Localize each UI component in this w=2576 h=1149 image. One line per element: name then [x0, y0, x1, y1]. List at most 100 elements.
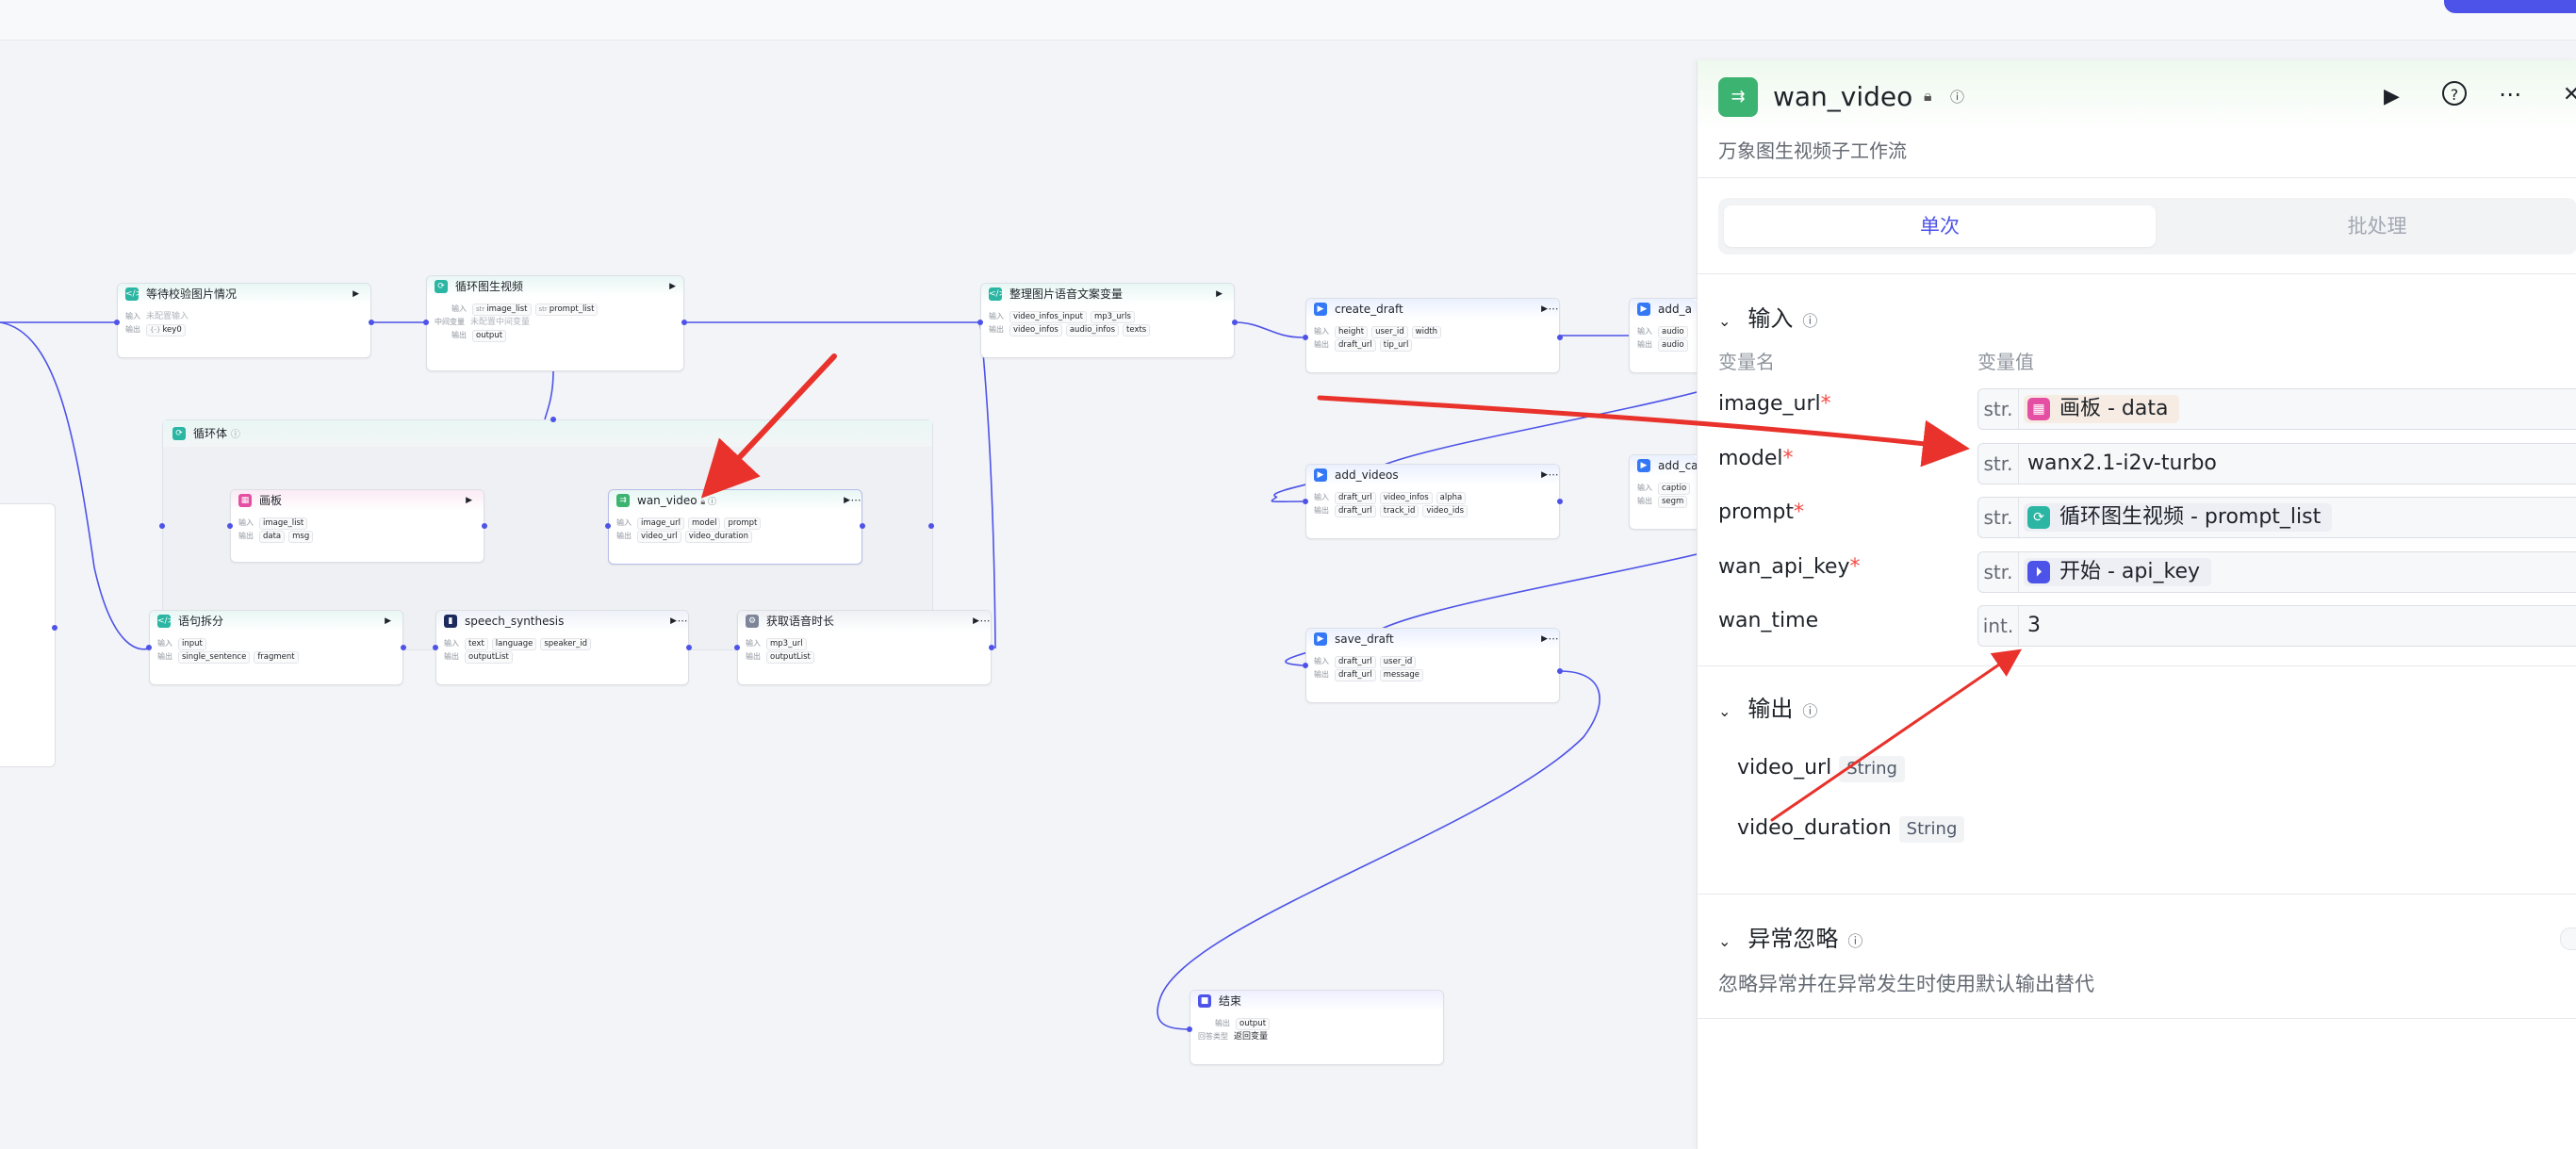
input-value-prompt[interactable]: str. ⟳循环图生视频 - prompt_list ‹ [1977, 497, 2576, 538]
output-label: 输出 [157, 652, 172, 661]
node-port[interactable] [1303, 335, 1308, 340]
close-icon[interactable]: ✕ [2563, 83, 2576, 107]
node-port[interactable] [423, 320, 429, 325]
more-icon[interactable]: ⋯ [1548, 468, 1559, 481]
run-icon[interactable]: ▶ [669, 282, 676, 291]
run-icon[interactable]: ▶ [973, 616, 979, 626]
input-label: 输入 [989, 312, 1004, 320]
run-icon[interactable]: ▶ [353, 289, 359, 299]
run-icon[interactable]: ▶ [1541, 470, 1548, 480]
workflow-canvas[interactable]: </>等待校验图片情况▶ 输入未配置输入 输出{-}key0 ⟳循环图生视频▶ … [0, 40, 1698, 1149]
more-icon[interactable]: ⋯ [1548, 303, 1559, 315]
input-chip: width [1411, 326, 1442, 338]
output-label: 输出 [1215, 1019, 1230, 1027]
node-port[interactable] [159, 523, 165, 529]
more-icon[interactable]: ⋯ [979, 615, 991, 627]
chevron-down-icon[interactable]: ⌄ [1718, 702, 1731, 720]
node-port[interactable] [605, 523, 611, 529]
node-port[interactable] [860, 523, 865, 529]
node-port[interactable] [550, 417, 556, 422]
plugin-icon: ▶ [1314, 468, 1327, 482]
input-text[interactable]: 3 [2027, 614, 2041, 637]
info-icon[interactable]: ⓘ [1802, 702, 1818, 720]
run-icon[interactable]: ▶ [844, 496, 850, 505]
node-port[interactable] [401, 645, 406, 650]
exception-toggle[interactable] [2560, 927, 2576, 950]
output-chip: video_infos [1009, 324, 1062, 336]
input-value-wan-api-key[interactable]: str. ⏵开始 - api_key ‹ [1977, 551, 2576, 593]
node-port[interactable] [227, 523, 233, 529]
node-wait-check[interactable]: </>等待校验图片情况▶ 输入未配置输入 输出{-}key0 [117, 283, 371, 358]
more-icon[interactable]: ⋯ [2499, 81, 2523, 107]
node-port[interactable] [977, 320, 983, 325]
input-label: 输入 [1637, 327, 1652, 336]
more-icon[interactable]: ⋯ [677, 615, 688, 627]
outputs-title: 输出 [1747, 696, 1794, 722]
input-chip: text [465, 638, 488, 650]
node-port[interactable] [1187, 1026, 1192, 1032]
run-icon[interactable]: ▶ [466, 496, 472, 505]
info-icon[interactable]: ⓘ [1847, 932, 1863, 950]
node-port[interactable] [369, 320, 374, 325]
plugin-icon: ▶ [1637, 459, 1650, 472]
input-value-wan-time[interactable]: int. 3 ‹ [1977, 605, 2576, 647]
run-icon[interactable]: ▶ [1216, 289, 1222, 299]
publish-button[interactable] [2444, 0, 2576, 13]
start-node-partial[interactable] [0, 503, 56, 767]
node-port[interactable] [114, 320, 120, 325]
node-port[interactable] [1232, 320, 1238, 325]
run-icon[interactable]: ▶ [1541, 634, 1548, 644]
run-icon[interactable]: ▶ [670, 616, 677, 626]
node-port[interactable] [146, 645, 152, 650]
variable-ref[interactable]: ⟳循环图生视频 - prompt_list [2024, 503, 2333, 532]
node-port[interactable] [433, 645, 438, 650]
run-icon[interactable]: ▶ [385, 616, 391, 626]
node-port[interactable] [1557, 335, 1563, 340]
variable-ref[interactable]: ▦画板 - data [2024, 395, 2180, 423]
node-port[interactable] [1303, 499, 1308, 504]
info-icon[interactable]: ⓘ [1802, 312, 1818, 330]
input-value-image-url[interactable]: str. ▦画板 - data ‹ [1977, 388, 2576, 430]
tab-batch[interactable]: 批处理 [2347, 215, 2407, 238]
chevron-down-icon[interactable]: ⌄ [1718, 932, 1731, 950]
node-port[interactable] [928, 523, 934, 529]
node-port[interactable] [989, 645, 994, 650]
run-icon[interactable]: ▶ [1541, 304, 1548, 314]
node-port[interactable] [1557, 499, 1563, 504]
variable-ref[interactable]: ⏵开始 - api_key [2024, 558, 2211, 586]
input-value-model[interactable]: str. wanx2.1-i2v-turbo ‹ [1977, 443, 2576, 484]
info-icon[interactable]: ⓘ [1950, 89, 1965, 106]
run-button[interactable]: ▶ [2384, 85, 2400, 108]
output-chip: audio_infos [1065, 324, 1120, 336]
node-port[interactable] [681, 320, 687, 325]
outputs-section-header[interactable]: ⌄ 输出 ⓘ [1718, 690, 1817, 723]
node-port[interactable] [734, 645, 740, 650]
chevron-down-icon[interactable]: ⌄ [1718, 312, 1731, 330]
node-port[interactable] [1557, 668, 1563, 674]
more-icon[interactable]: ⋯ [1548, 632, 1559, 645]
node-port[interactable] [1303, 663, 1308, 668]
help-icon[interactable]: ? [2442, 81, 2467, 106]
node-port[interactable] [686, 645, 692, 650]
more-icon[interactable]: ⋯ [850, 494, 861, 506]
node-port[interactable] [52, 625, 57, 631]
input-text[interactable]: wanx2.1-i2v-turbo [2027, 451, 2217, 475]
node-port[interactable] [482, 523, 487, 529]
tab-single[interactable]: 单次 [1724, 205, 2156, 247]
input-chip: mp3_urls [1090, 311, 1135, 323]
